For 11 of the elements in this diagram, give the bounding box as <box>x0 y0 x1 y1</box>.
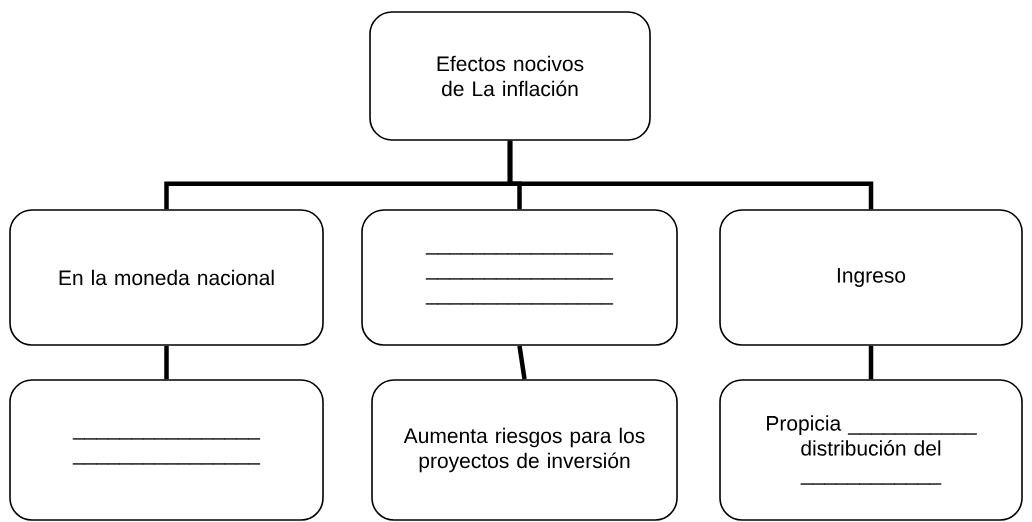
connector-line <box>507 140 874 210</box>
text-box: Efectos nocivos de La inflación <box>369 11 651 141</box>
text-box: Ingreso <box>719 209 1023 346</box>
text-box: Aumenta riesgos para los proyectos de inversión <box>371 379 678 521</box>
text-box: Propicia ___________ distribución del ____________ <box>719 379 1023 521</box>
connector-line <box>517 345 527 380</box>
connector-line <box>868 345 874 380</box>
text-box: En la moneda nacional <box>9 209 324 346</box>
text-box: ________________ ________________ <box>9 379 324 521</box>
connector-line <box>164 345 169 380</box>
text-box: ________________ ________________ ________________ <box>361 209 678 346</box>
